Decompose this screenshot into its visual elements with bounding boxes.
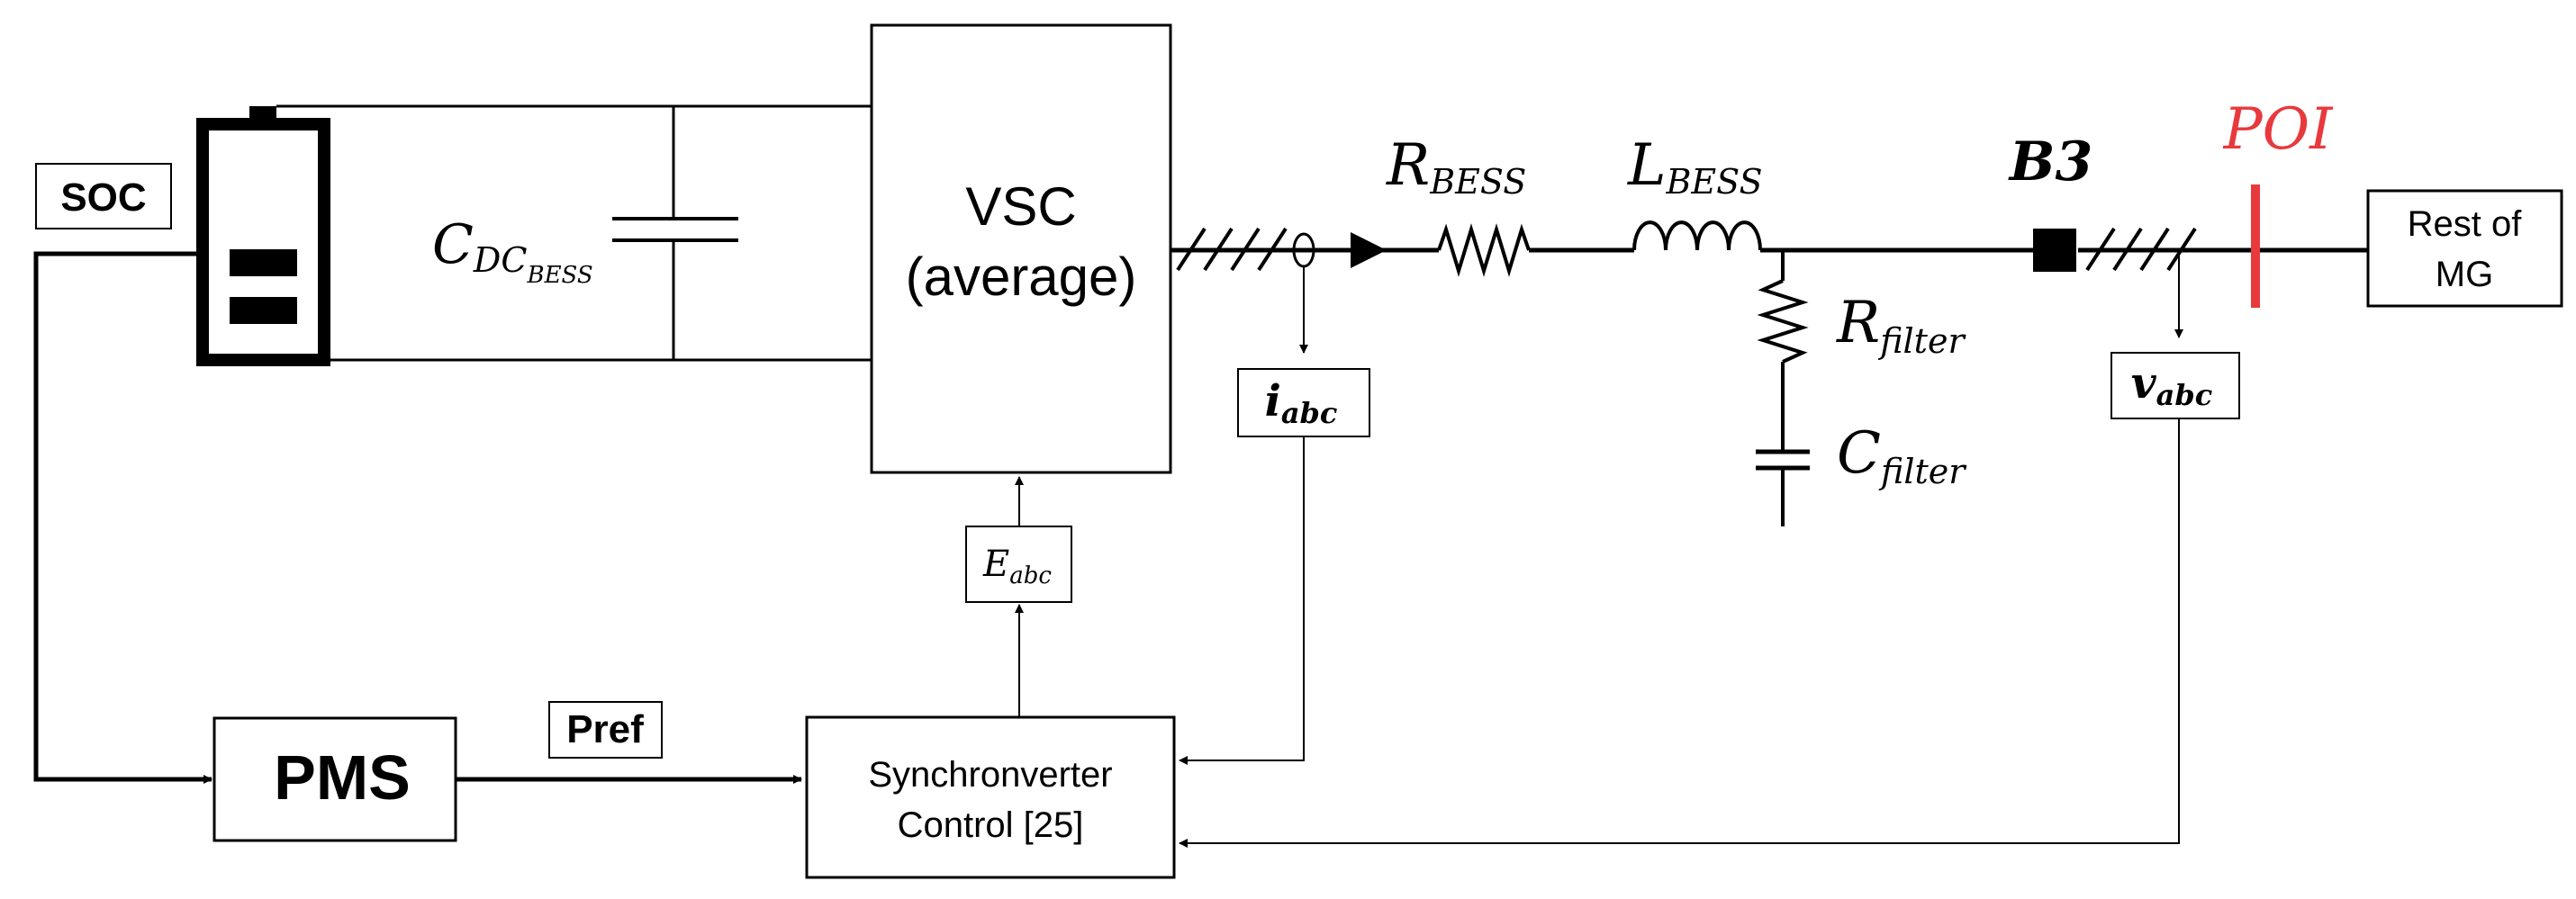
eabc-label: Eabc — [982, 544, 1052, 589]
vsc-block: VSC (average) — [870, 23, 1172, 474]
battery-icon — [196, 106, 330, 366]
power-flow-arrow-icon — [1351, 232, 1387, 268]
dc-bus-wires — [276, 104, 872, 362]
three-phase-marker — [1176, 227, 1288, 272]
r-filter-label: Rfilter — [1836, 290, 1966, 361]
filter-branch — [1756, 250, 1810, 526]
pref-label: Pref — [566, 707, 644, 751]
c-dc-bess-label: CDCBESS — [432, 213, 593, 289]
b3-breaker-symbol — [2033, 229, 2076, 272]
soc-signal: SOC — [33, 163, 212, 784]
pms-label: PMS — [274, 742, 411, 813]
vsc-label-line2: (average) — [906, 247, 1137, 307]
vsc-label-line1: VSC — [965, 176, 1076, 237]
pref-signal: Pref — [456, 701, 802, 784]
pms-block: PMS — [212, 716, 457, 842]
iabc-signal: iabc — [1179, 266, 1370, 765]
r-filter-resistor-symbol — [1757, 279, 1809, 364]
c-filter-label: Cfilter — [1837, 420, 1967, 491]
r-bess-resistor-symbol — [1437, 223, 1531, 277]
three-phase-marker-2 — [2085, 227, 2197, 272]
rest-of-mg-line1: Rest of — [2408, 204, 2523, 244]
poi-label: POI — [2223, 96, 2335, 163]
vabc-signal: vabc — [1179, 250, 2240, 848]
rest-of-mg-block: Rest of MG — [2366, 189, 2563, 308]
sync-label-line1: Synchronverter — [868, 755, 1112, 795]
l-bess-inductor-symbol — [1632, 220, 1762, 251]
sync-label-line2: Control [25] — [898, 805, 1084, 845]
l-bess-label: LBESS — [1627, 132, 1763, 202]
eabc-signal: Eabc — [965, 476, 1072, 717]
synchronverter-control-block: Synchronverter Control [25] — [805, 715, 1176, 879]
rest-of-mg-line2: MG — [2436, 255, 2493, 294]
r-bess-label: RBESS — [1386, 132, 1526, 202]
iabc-label: iabc — [1265, 376, 1338, 430]
vabc-label: vabc — [2131, 358, 2212, 412]
b3-label: B3 — [2008, 130, 2092, 193]
soc-label: SOC — [60, 175, 146, 220]
dc-capacitor-symbol — [612, 217, 738, 242]
